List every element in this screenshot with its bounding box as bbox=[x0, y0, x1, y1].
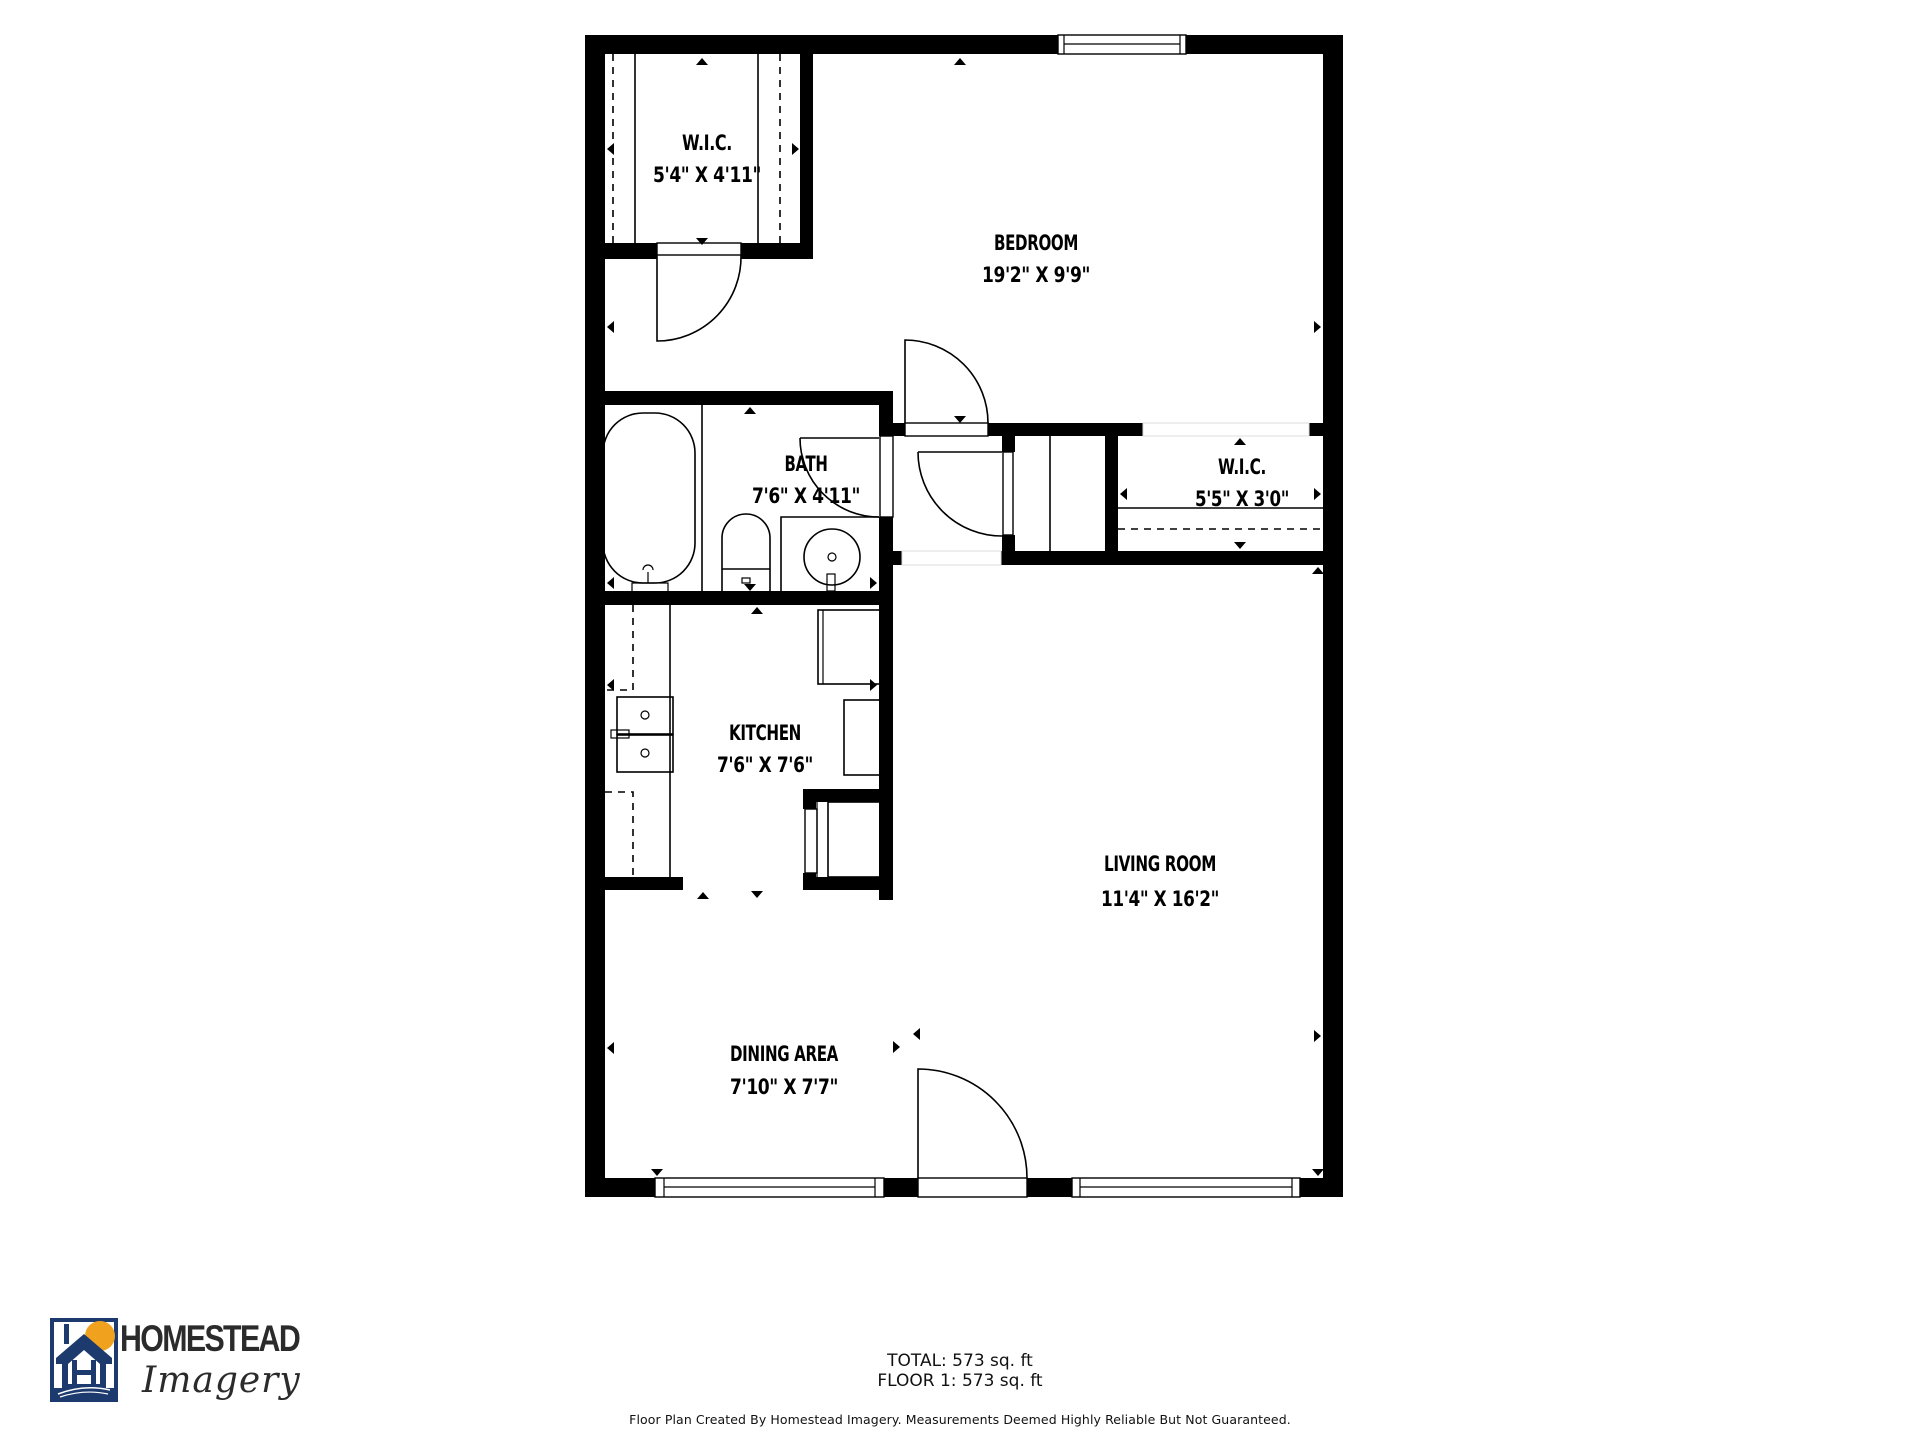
room-name: BEDROOM bbox=[994, 231, 1078, 255]
room-dimensions: 19'2" X 9'9" bbox=[982, 263, 1090, 287]
room-label-wic-top-left: W.I.C. 5'4" X 4'11" bbox=[653, 131, 762, 187]
dimension-markers bbox=[607, 58, 1324, 1176]
room-label-wic-hall: W.I.C. 5'5" X 3'0" bbox=[1195, 455, 1290, 511]
entry-door bbox=[917, 1068, 1028, 1198]
outer-walls bbox=[585, 35, 1343, 1197]
window-top bbox=[1057, 34, 1187, 55]
hall-closets bbox=[893, 339, 1343, 566]
room-dimensions: 5'4" X 4'11" bbox=[653, 163, 761, 187]
window-bottom-left bbox=[654, 1177, 885, 1198]
room-label-dining-area: DINING AREA 7'10" X 7'7" bbox=[730, 1042, 839, 1099]
room-name: W.I.C. bbox=[682, 131, 732, 155]
room-label-bedroom: BEDROOM 19'2" X 9'9" bbox=[982, 231, 1091, 287]
window-bottom-right bbox=[1071, 1177, 1301, 1198]
total-area: TOTAL: 573 sq. ft bbox=[887, 1351, 1033, 1371]
house-sun-icon bbox=[50, 1318, 118, 1402]
room-label-kitchen: KITCHEN 7'6" X 7'6" bbox=[717, 721, 814, 777]
room-label-living-room: LIVING ROOM 11'4" X 16'2" bbox=[1101, 852, 1220, 911]
room-dimensions: 11'4" X 16'2" bbox=[1101, 887, 1219, 911]
room-name: LIVING ROOM bbox=[1104, 852, 1216, 876]
logo-script: Imagery bbox=[142, 1360, 301, 1401]
room-name: W.I.C. bbox=[1218, 455, 1266, 479]
logo-wordmark: HOMESTEAD bbox=[120, 1318, 301, 1359]
room-name: DINING AREA bbox=[730, 1042, 839, 1066]
bath-walls bbox=[585, 391, 894, 900]
disclaimer: Floor Plan Created By Homestead Imagery.… bbox=[629, 1412, 1291, 1427]
room-dimensions: 7'6" X 4'11" bbox=[752, 484, 860, 508]
floor-1-area: FLOOR 1: 573 sq. ft bbox=[877, 1371, 1043, 1391]
room-name: BATH bbox=[785, 452, 828, 476]
kitchen-fixtures bbox=[585, 605, 893, 890]
homestead-imagery-logo: HOMESTEAD Imagery bbox=[50, 1318, 310, 1408]
room-dimensions: 7'6" X 7'6" bbox=[717, 753, 813, 777]
room-dimensions: 7'10" X 7'7" bbox=[730, 1075, 838, 1099]
room-name: KITCHEN bbox=[729, 721, 801, 745]
room-label-bath: BATH 7'6" X 4'11" bbox=[752, 452, 861, 508]
wic-top-left bbox=[585, 35, 813, 342]
room-dimensions: 5'5" X 3'0" bbox=[1195, 487, 1289, 511]
